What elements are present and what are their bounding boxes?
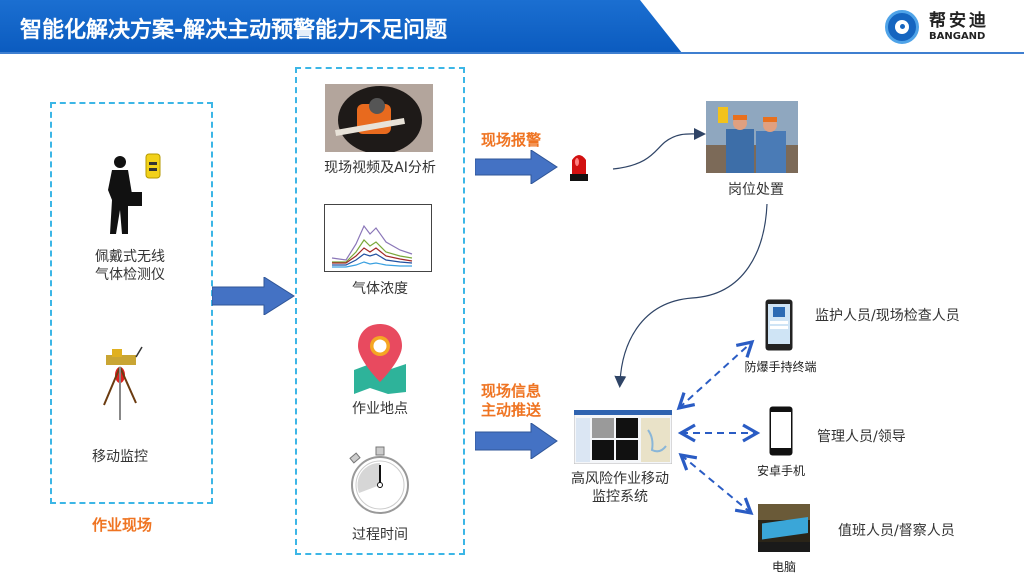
alarm-beacon-icon — [570, 155, 588, 181]
page-title: 智能化解决方案-解决主动预警能力不足问题 — [20, 18, 448, 43]
info-push-label: 现场信息 主动推送 — [481, 382, 541, 420]
field-site-caption: 作业现场 — [92, 516, 153, 534]
logo-icon — [885, 10, 919, 44]
work-location-label: 作业地点 — [352, 401, 408, 417]
label-line: 气体检测仪 — [95, 267, 165, 283]
onsite-handling-label: 岗位处置 — [728, 182, 784, 198]
header-divider — [0, 52, 1024, 54]
handling-to-system-curve — [614, 203, 768, 388]
handheld-terminal-label: 防爆手持终端 — [744, 360, 817, 374]
guardian-inspector-role: 监护人员/现场检查人员 — [815, 308, 960, 324]
gas-concentration-chart — [324, 204, 432, 272]
logo-cn-text: 帮安迪 — [929, 10, 989, 31]
handheld-terminal-icon — [765, 299, 793, 351]
process-time-label: 过程时间 — [352, 527, 408, 543]
brand-logo: 帮安迪 BANGAND — [885, 10, 989, 44]
wearable-gas-detector-label: 佩戴式无线 气体检测仪 — [60, 248, 200, 284]
push-flow-arrow — [475, 423, 558, 459]
android-phone-label: 安卓手机 — [756, 464, 805, 478]
data-sources-box — [295, 67, 465, 555]
manager-leader-role: 管理人员/领导 — [817, 429, 906, 445]
alarm-flow-arrow — [475, 150, 558, 184]
info-push-line: 主动推送 — [481, 401, 542, 419]
flow-arrow-to-sources — [212, 277, 295, 315]
monitoring-system-screenshot — [574, 410, 672, 464]
worker-with-gas-detector-icon — [108, 153, 161, 234]
video-analysis-label: 现场视频及AI分析 — [324, 160, 436, 176]
system-handheld-dashed-arrow — [676, 339, 755, 411]
control-room-icon — [758, 504, 810, 552]
info-push-line: 现场信息 — [481, 382, 542, 400]
android-phone-icon — [769, 406, 793, 456]
gas-concentration-label: 气体浓度 — [352, 281, 408, 297]
label-line: 高风险作业移动 — [571, 471, 669, 487]
logo-en-text: BANGAND — [929, 30, 986, 42]
pc-label: 电脑 — [771, 560, 796, 574]
duty-supervisor-role: 值班人员/督察人员 — [838, 523, 955, 539]
map-pin-icon — [354, 324, 406, 394]
label-line: 监控系统 — [592, 489, 648, 505]
label-line: 佩戴式无线 — [95, 249, 165, 265]
video-analysis-photo — [325, 84, 433, 152]
header-band — [0, 0, 682, 53]
tripod-camera-icon — [103, 346, 143, 420]
system-pc-dashed-arrow — [678, 452, 754, 516]
alarm-to-handling-curve — [612, 127, 706, 170]
header: 智能化解决方案-解决主动预警能力不足问题 帮安迪 BANGAND — [0, 0, 1024, 54]
monitoring-system-label: 高风险作业移动 监控系统 — [555, 470, 685, 506]
onsite-handling-photo — [706, 101, 798, 173]
stopwatch-icon — [349, 446, 409, 514]
onsite-alarm-label: 现场报警 — [481, 131, 542, 149]
mobile-monitoring-label: 移动监控 — [92, 449, 148, 465]
